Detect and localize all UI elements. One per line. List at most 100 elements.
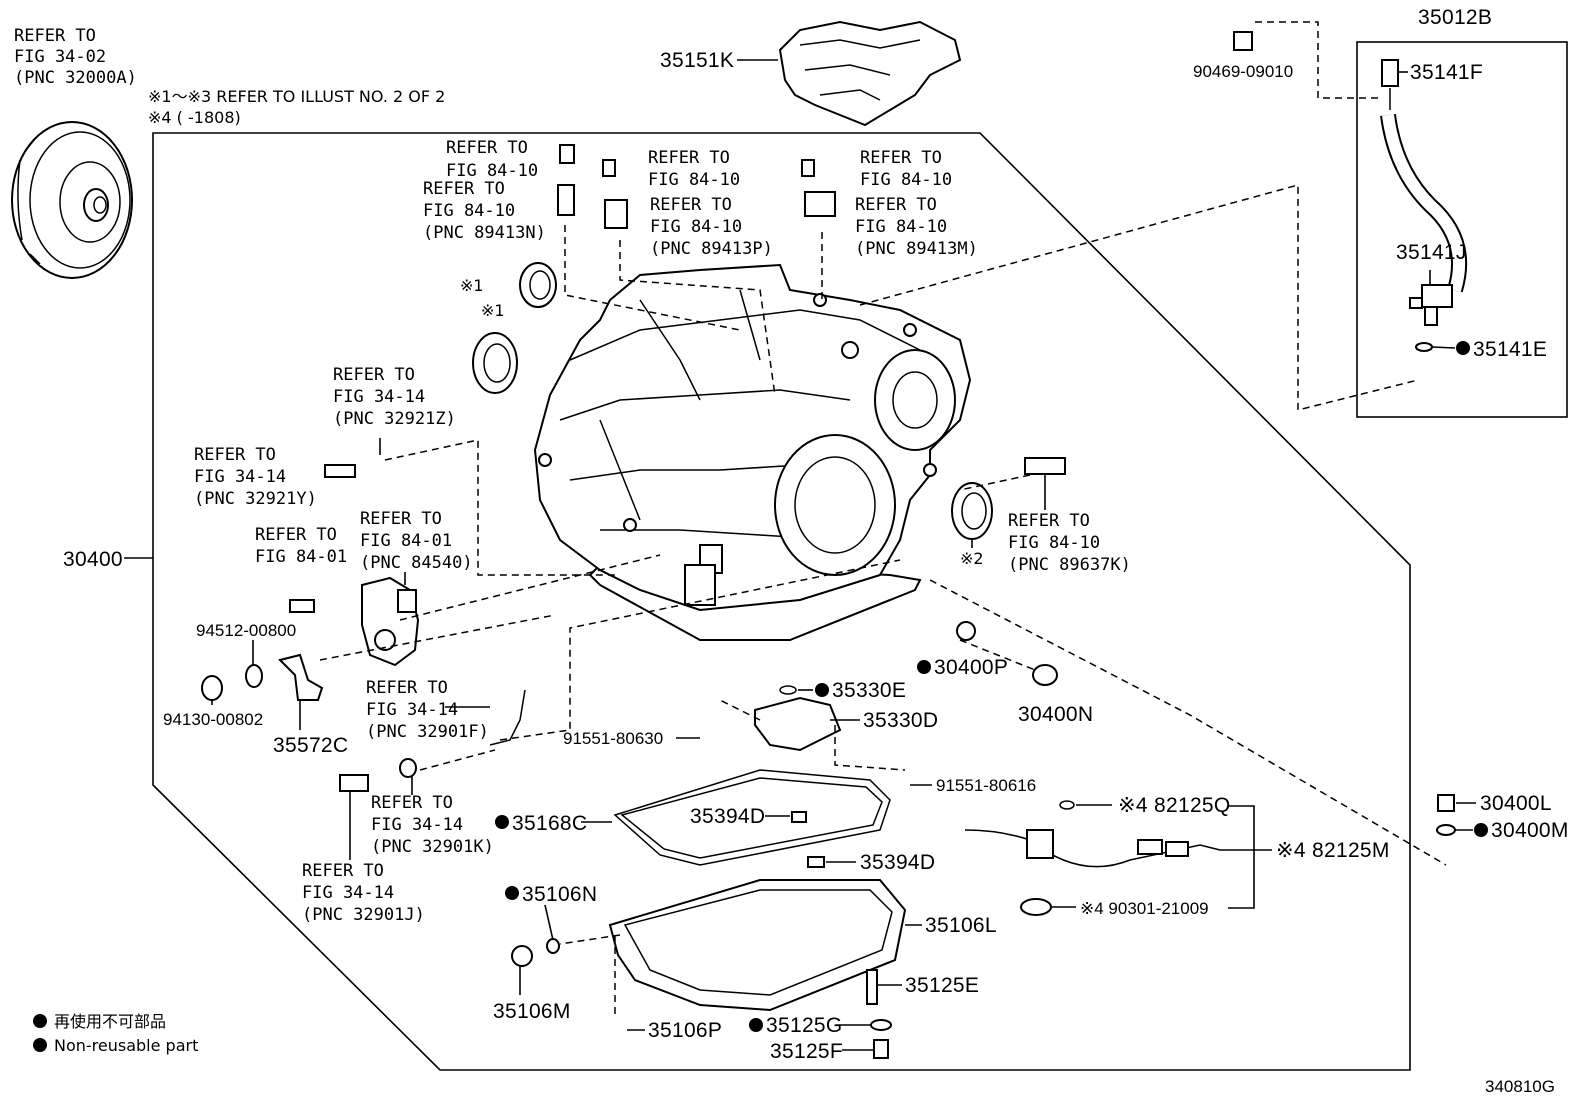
ref-line: REFER TO xyxy=(371,793,453,813)
part-label[interactable]: 94130-00802 xyxy=(163,710,263,729)
ref-line: REFER TO xyxy=(14,26,96,46)
part-label[interactable]: 35012B xyxy=(1418,6,1492,29)
part-label[interactable]: ※4 82125Q xyxy=(1118,794,1231,817)
part-label[interactable]: 35106L xyxy=(925,914,997,937)
oil-seal-upper xyxy=(519,262,557,308)
ref-line: (PNC 89637K) xyxy=(1008,555,1131,575)
part-label[interactable]: 35141E xyxy=(1473,338,1547,361)
part-label[interactable]: 35106M xyxy=(493,1000,571,1023)
ref-line: REFER TO xyxy=(194,445,276,465)
part-label[interactable]: 35394D xyxy=(690,805,765,828)
plug-32901k xyxy=(339,758,417,792)
washer-94512 xyxy=(245,664,263,688)
wire-harness-82125m xyxy=(964,800,1221,916)
oil-pan-gasket xyxy=(613,769,891,866)
part-label[interactable]: 35125E xyxy=(905,974,979,997)
ref-label-89637k: REFER TO FIG 84-10 (PNC 89637K) xyxy=(1008,511,1131,575)
diagram-id: 340810G xyxy=(1485,1077,1555,1096)
part-label[interactable]: 30400P xyxy=(934,656,1008,679)
ref-label-r4: REFER TO FIG 84-10 xyxy=(648,148,740,190)
bolt-94512 xyxy=(289,599,315,613)
ref-line: (PNC 32921Z) xyxy=(333,409,456,429)
ref-line: REFER TO xyxy=(302,861,384,881)
ref-line: REFER TO xyxy=(360,509,442,529)
part-label[interactable]: 35125G xyxy=(766,1014,843,1037)
part-label[interactable]: 35330E xyxy=(832,679,906,702)
ref-label-r6: REFER TO FIG 84-10 xyxy=(860,148,952,190)
legend-dot xyxy=(33,1038,47,1052)
non-reusable-dot xyxy=(917,660,931,674)
ref-label-32901k: REFER TO FIG 34-14 (PNC 32901K) xyxy=(371,793,494,857)
part-label[interactable]: 35394D xyxy=(860,851,935,874)
part-label[interactable]: 30400N xyxy=(1018,703,1093,726)
part-label[interactable]: 35125F xyxy=(770,1040,843,1063)
part-label[interactable]: 35106P xyxy=(648,1019,722,1042)
ref-line: FIG 84-10 xyxy=(1008,533,1100,553)
part-label[interactable]: 35572C xyxy=(273,734,348,757)
part-label[interactable]: 30400L xyxy=(1480,792,1552,815)
ref-line: FIG 34-14 xyxy=(366,700,458,720)
bolt-30400n xyxy=(1032,664,1058,686)
oil-strainer xyxy=(754,685,842,752)
ref-line: FIG 84-10 xyxy=(650,217,742,237)
ref-label-32901f: REFER TO FIG 34-14 (PNC 32901F) xyxy=(366,678,489,742)
part-label[interactable]: 90469-09010 xyxy=(1193,62,1293,81)
part-label[interactable]: ※4 82125M xyxy=(1276,839,1390,862)
ref-label-89413n: REFER TO FIG 84-10 (PNC 89413N) xyxy=(423,179,546,243)
part-label[interactable]: 30400 xyxy=(63,548,123,571)
part-label[interactable]: 91551-80616 xyxy=(936,776,1036,795)
ref-line: FIG 84-01 xyxy=(360,531,452,551)
plug-35106m xyxy=(511,938,560,967)
plug-30400l xyxy=(1436,794,1456,836)
heat-insulator-drawing xyxy=(778,20,962,127)
part-label[interactable]: 35330D xyxy=(863,709,938,732)
ref-line: FIG 84-10 xyxy=(860,170,952,190)
ref-line: FIG 34-02 xyxy=(14,47,106,67)
bolt-35125e xyxy=(866,969,878,1005)
part-label[interactable]: 35141J xyxy=(1396,241,1467,264)
part-label[interactable]: ※4 90301-21009 xyxy=(1080,899,1209,918)
part-label[interactable]: 35141F xyxy=(1410,61,1483,84)
speed-sensor-p xyxy=(602,159,628,229)
ref-line: FIG 84-01 xyxy=(255,547,347,567)
washer-30400p xyxy=(956,621,976,641)
non-reusable-markers xyxy=(33,341,1488,1052)
part-label[interactable]: 94512-00800 xyxy=(196,621,296,640)
torque-converter-drawing xyxy=(11,121,133,279)
part-label[interactable]: 91551-80630 xyxy=(563,729,663,748)
dashed-leaders xyxy=(319,21,1447,1015)
part-label[interactable]: 35106N xyxy=(522,883,597,906)
ref-line: (PNC 32901F) xyxy=(366,722,489,742)
non-reusable-dot xyxy=(1456,341,1470,355)
speed-sensor-n xyxy=(557,144,575,216)
part-label[interactable]: 35151K xyxy=(660,49,734,72)
ref-label-r10: REFER TO FIG 84-01 xyxy=(255,525,347,567)
ref-line: (PNC 89413N) xyxy=(423,223,546,243)
note-line-2: ※4 ( -1808) xyxy=(148,108,241,127)
bolt-90469 xyxy=(1233,31,1253,51)
part-label[interactable]: 35168C xyxy=(512,812,587,835)
ref-line: (PNC 89413P) xyxy=(650,239,773,259)
ref-label-r2: REFER TO FIG 84-10 xyxy=(446,138,538,181)
ref-line: (PNC 32000A) xyxy=(14,68,137,88)
ref-label-32921z: REFER TO FIG 34-14 (PNC 32921Z) xyxy=(333,365,456,429)
ref-line: FIG 84-10 xyxy=(648,170,740,190)
ref-line: FIG 34-14 xyxy=(371,815,463,835)
part-label[interactable]: 30400M xyxy=(1491,819,1569,842)
non-reusable-dot xyxy=(495,815,509,829)
non-reusable-dot xyxy=(749,1018,763,1032)
ref-line: (PNC 32901K) xyxy=(371,837,494,857)
ref-line: REFER TO xyxy=(423,179,505,199)
legend-jp: 再使用不可部品 xyxy=(54,1012,166,1031)
oil-tube-drawing xyxy=(1380,59,1468,352)
ref-line: FIG 84-10 xyxy=(855,217,947,237)
ref-line: (PNC 32921Y) xyxy=(194,489,317,509)
solid-leaders xyxy=(124,59,1476,1051)
transaxle-case-drawing xyxy=(533,263,972,641)
oil-seal-right xyxy=(951,482,993,540)
note-line-1: ※1〜※3 REFER TO ILLUST NO. 2 OF 2 xyxy=(148,87,445,106)
non-reusable-dot xyxy=(505,886,519,900)
oil-tube-box xyxy=(1356,41,1568,418)
ref-line: REFER TO xyxy=(446,138,528,158)
ref-line: FIG 34-14 xyxy=(302,883,394,903)
